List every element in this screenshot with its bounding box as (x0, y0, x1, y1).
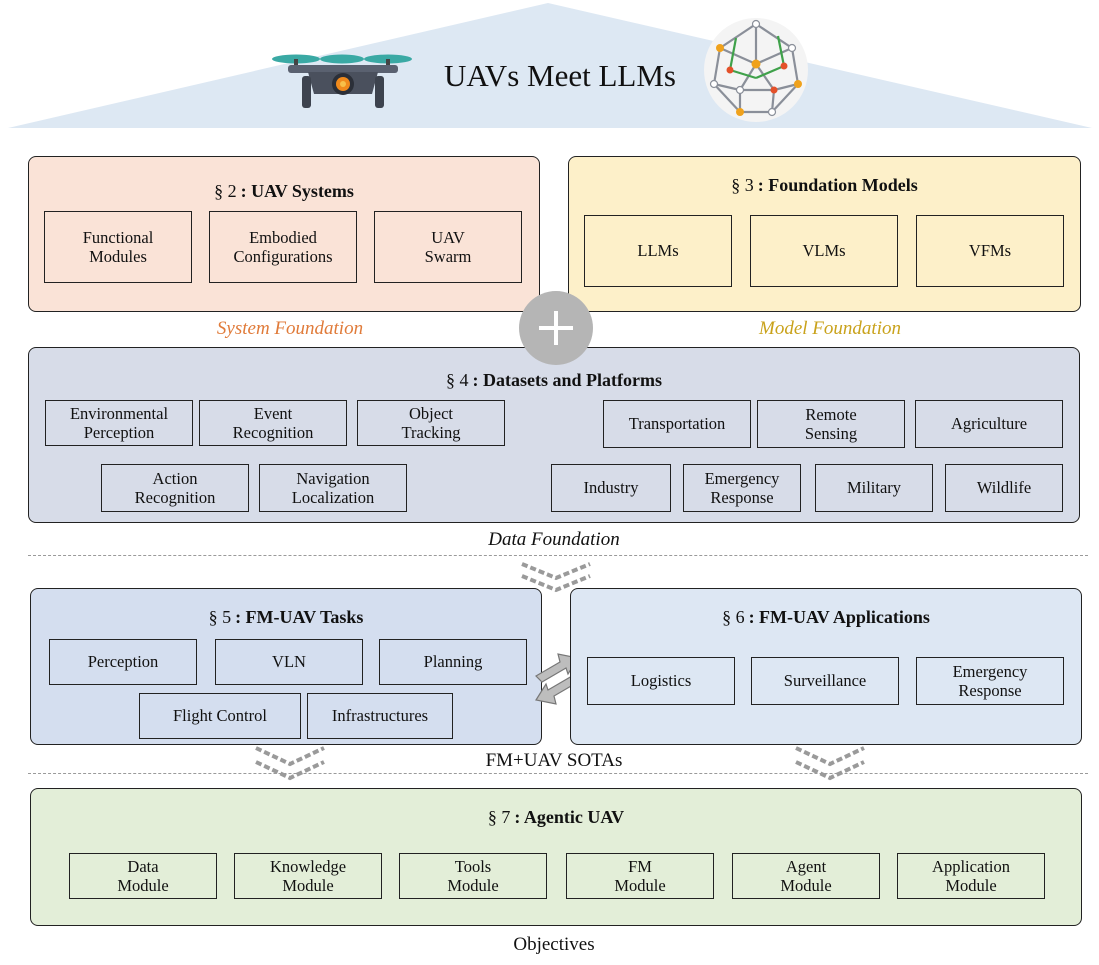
environmental-perception-box: Environmental Perception (45, 400, 193, 446)
fm-module-box: FM Module (566, 853, 714, 899)
divider-line-2 (28, 773, 1088, 774)
action-recognition-box: Action Recognition (101, 464, 249, 512)
agent-module-box: Agent Module (732, 853, 880, 899)
industry-box: Industry (551, 464, 671, 512)
emergency-response-app-box: Emergency Response (916, 657, 1064, 705)
vfms-box: VFMs (916, 215, 1064, 287)
functional-modules-box: Functional Modules (44, 211, 192, 283)
data-foundation-caption: Data Foundation (488, 529, 620, 550)
neural-network-icon (704, 18, 808, 122)
fm-uav-tasks-panel: § 5: FM-UAV Tasks Perception VLN Plannin… (30, 588, 542, 745)
chevron-down-icon (521, 562, 591, 593)
fm-uav-applications-title: § 6: FM-UAV Applications (722, 607, 930, 627)
uav-systems-panel: § 2: UAV Systems Functional Modules Embo… (28, 156, 540, 312)
fm-uav-applications-panel: § 6: FM-UAV Applications Logistics Surve… (570, 588, 1082, 745)
transportation-box: Transportation (603, 400, 751, 448)
system-foundation-caption: System Foundation (216, 318, 364, 339)
emergency-response-dataset-box: Emergency Response (683, 464, 801, 512)
datasets-platforms-panel: § 4: Datasets and Platforms Environmenta… (28, 347, 1080, 523)
navigation-localization-box: Navigation Localization (259, 464, 407, 512)
remote-sensing-box: Remote Sensing (757, 400, 905, 448)
application-module-box: Application Module (897, 853, 1045, 899)
object-tracking-box: Object Tracking (357, 400, 505, 446)
flight-control-box: Flight Control (139, 693, 301, 739)
embodied-configurations-box: Embodied Configurations (209, 211, 357, 283)
diagram-title: UAVs Meet LLMs (444, 58, 676, 93)
uav-swarm-box: UAV Swarm (374, 211, 522, 283)
agentic-uav-panel: § 7: Agentic UAV Data Module Knowledge M… (30, 788, 1082, 926)
knowledge-module-box: Knowledge Module (234, 853, 382, 899)
divider-line-1 (28, 555, 1088, 556)
exchange-arrows-icon (535, 653, 579, 705)
foundation-models-title: § 3: Foundation Models (731, 175, 918, 195)
drone-icon (272, 54, 412, 108)
header-roof (8, 3, 1092, 128)
objectives-caption: Objectives (513, 934, 595, 955)
military-box: Military (815, 464, 933, 512)
vln-box: VLN (215, 639, 363, 685)
model-foundation-caption: Model Foundation (759, 318, 901, 339)
data-module-box: Data Module (69, 853, 217, 899)
vlms-box: VLMs (750, 215, 898, 287)
fm-uav-tasks-title: § 5: FM-UAV Tasks (208, 607, 364, 627)
llms-box: LLMs (584, 215, 732, 287)
agentic-uav-title: § 7: Agentic UAV (487, 807, 625, 827)
wildlife-box: Wildlife (945, 464, 1063, 512)
fm-uav-sotas-caption: FM+UAV SOTAs (485, 750, 623, 771)
infrastructures-box: Infrastructures (307, 693, 453, 739)
chevron-down-icon (795, 746, 865, 781)
chevron-down-icon (255, 746, 325, 781)
surveillance-box: Surveillance (751, 657, 899, 705)
tools-module-box: Tools Module (399, 853, 547, 899)
plus-icon (519, 291, 593, 365)
foundation-models-panel: § 3: Foundation Models LLMs VLMs VFMs (568, 156, 1081, 312)
event-recognition-box: Event Recognition (199, 400, 347, 446)
uav-systems-title: § 2: UAV Systems (214, 181, 354, 201)
datasets-platforms-title: § 4: Datasets and Platforms (446, 370, 662, 390)
agriculture-box: Agriculture (915, 400, 1063, 448)
logistics-box: Logistics (587, 657, 735, 705)
planning-box: Planning (379, 639, 527, 685)
perception-box: Perception (49, 639, 197, 685)
